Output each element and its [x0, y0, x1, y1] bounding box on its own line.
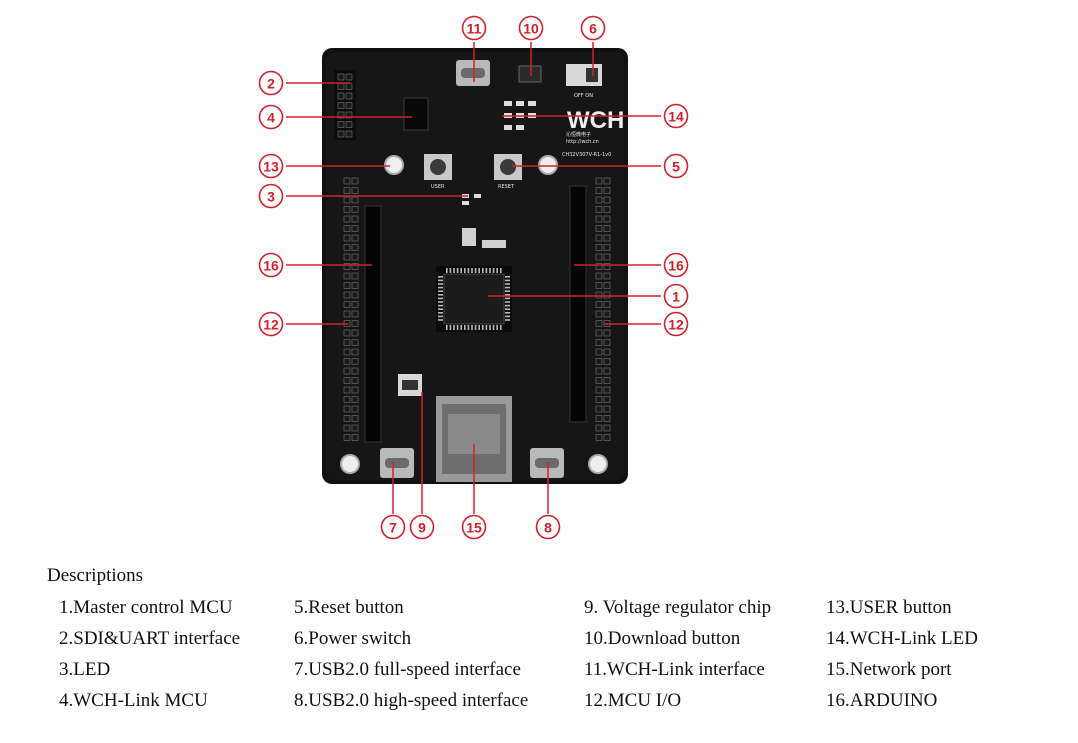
description-item: 14.WCH-Link LED	[826, 628, 978, 649]
wch-link-mcu-chip	[403, 97, 429, 131]
description-item: 9. Voltage regulator chip	[584, 597, 772, 618]
svg-text:14: 14	[668, 109, 684, 125]
callout-6: 6	[580, 15, 606, 41]
url-silkscreen: http://wch.cn	[566, 139, 599, 145]
model-silkscreen: CH32V307V-R1-1v0	[562, 152, 611, 158]
callout-15: 15	[461, 514, 487, 540]
mcu-io-pins-left	[343, 177, 359, 441]
svg-text:12: 12	[263, 317, 279, 333]
description-item: 15.Network port	[826, 659, 952, 680]
callout-7: 7	[380, 514, 406, 540]
description-item: 13.USER button	[826, 597, 952, 618]
mcu-io-pins-right	[595, 177, 611, 441]
description-item: 2.SDI&UART interface	[59, 628, 241, 649]
description-item: 8.USB2.0 high-speed interface	[294, 690, 529, 711]
callout-16: 16	[258, 252, 284, 278]
svg-text:9: 9	[418, 520, 426, 536]
mounting-hole	[340, 454, 360, 474]
reset-silkscreen: RESET	[498, 184, 515, 190]
callout-5: 5	[663, 153, 689, 179]
callout-8: 8	[535, 514, 561, 540]
mounting-hole	[384, 155, 404, 175]
callout-12: 12	[663, 311, 689, 337]
crystal	[482, 240, 506, 248]
svg-text:15: 15	[466, 520, 482, 536]
svg-text:7: 7	[389, 520, 397, 536]
callout-14: 14	[663, 103, 689, 129]
crystal	[462, 228, 476, 246]
description-item: 3.LED	[59, 659, 111, 680]
callout-16: 16	[663, 252, 689, 278]
svg-text:2: 2	[267, 76, 275, 92]
power-switch[interactable]	[566, 64, 602, 86]
callout-leaders	[286, 42, 661, 514]
svg-text:16: 16	[263, 258, 279, 274]
svg-text:1: 1	[672, 289, 680, 305]
wch-link-usb-c-port	[456, 60, 490, 86]
board-diagram: OFF ON WCH 沁恒微电子 http://wch.cn USER	[258, 15, 689, 540]
download-button[interactable]	[518, 65, 542, 83]
reset-button[interactable]	[494, 154, 522, 180]
svg-text:12: 12	[668, 317, 684, 333]
callout-4: 4	[258, 104, 284, 130]
description-item: 5.Reset button	[294, 597, 404, 618]
callout-11: 11	[461, 15, 487, 41]
descriptions-title: Descriptions	[47, 565, 144, 586]
user-button[interactable]	[424, 154, 452, 180]
callout-10: 10	[518, 15, 544, 41]
svg-text:13: 13	[263, 159, 279, 175]
svg-text:16: 16	[668, 258, 684, 274]
wch-logo: WCH	[567, 107, 624, 134]
pcb-board: OFF ON WCH 沁恒微电子 http://wch.cn USER	[322, 48, 628, 484]
callout-2: 2	[258, 70, 284, 96]
callout-12: 12	[258, 311, 284, 337]
user-silkscreen: USER	[431, 184, 445, 190]
description-item: 12.MCU I/O	[584, 690, 682, 711]
arduino-header-left	[364, 205, 382, 443]
brand-silkscreen: 沁恒微电子	[566, 131, 591, 138]
sdi-uart-header	[334, 70, 356, 140]
callout-1: 1	[663, 283, 689, 309]
svg-text:10: 10	[523, 21, 539, 37]
svg-text:6: 6	[589, 21, 597, 37]
svg-text:8: 8	[544, 520, 552, 536]
callout-9: 9	[409, 514, 435, 540]
description-item: 11.WCH-Link interface	[584, 659, 765, 680]
description-item: 4.WCH-Link MCU	[59, 690, 208, 711]
usb-full-speed-port[interactable]	[380, 448, 414, 478]
svg-text:3: 3	[267, 189, 275, 205]
description-item: 16.ARDUINO	[826, 690, 938, 711]
usb-high-speed-port[interactable]	[530, 448, 564, 478]
svg-text:4: 4	[267, 110, 275, 126]
callout-13: 13	[258, 153, 284, 179]
callout-3: 3	[258, 183, 284, 209]
svg-text:11: 11	[467, 21, 482, 37]
mounting-hole	[538, 155, 558, 175]
description-item: 10.Download button	[584, 628, 741, 649]
svg-text:5: 5	[672, 159, 680, 175]
description-item: 6.Power switch	[294, 628, 412, 649]
description-item: 1.Master control MCU	[59, 597, 233, 618]
mounting-hole	[588, 454, 608, 474]
arduino-header-right	[569, 185, 587, 423]
switch-silkscreen: OFF ON	[574, 93, 593, 99]
master-control-mcu-chip	[436, 266, 512, 332]
description-item: 7.USB2.0 full-speed interface	[294, 659, 521, 680]
